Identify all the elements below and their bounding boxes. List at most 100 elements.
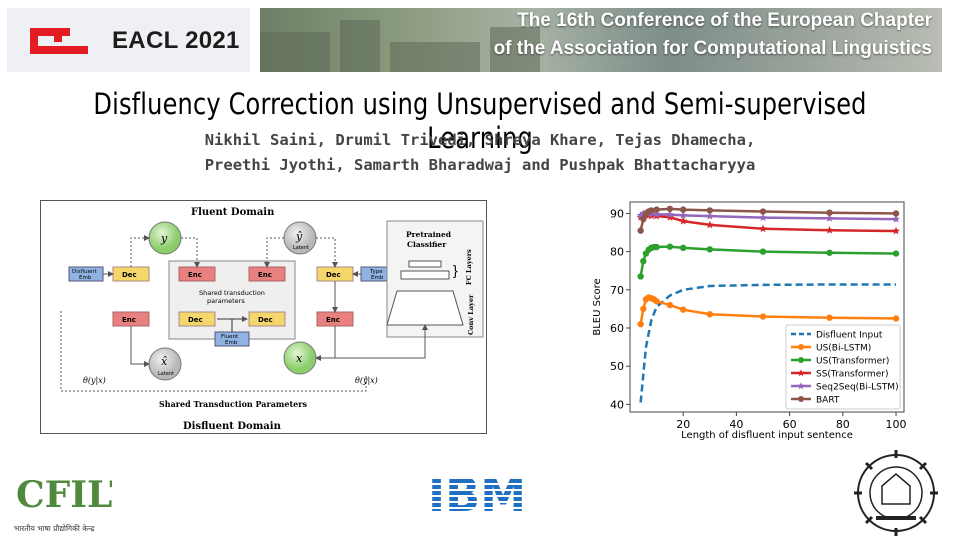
series-line-0 — [639, 283, 897, 403]
disfluent-domain-label: Disfluent Domain — [183, 421, 282, 432]
y-tick-label: 70 — [610, 284, 624, 297]
dec-left-label: Dec — [122, 271, 137, 279]
series-point-5 — [680, 206, 687, 213]
series-point-3 — [892, 226, 901, 235]
classifier-text-1: Pretrained — [406, 230, 452, 239]
y-tick-label: 90 — [610, 207, 624, 220]
series-point-5 — [706, 207, 714, 214]
series-point-2 — [826, 249, 833, 256]
legend-label: US(Transformer) — [816, 357, 889, 367]
series-point-2 — [892, 250, 900, 257]
conference-banner — [260, 8, 942, 72]
y-hat-label: ŷ — [295, 230, 303, 243]
series-point-5 — [759, 208, 767, 215]
cfilt-subtext: भारतीय भाषा प्रौद्योगिकी केन्द्र — [14, 524, 95, 533]
chart-xlabel: Length of disfluent input sentence — [681, 430, 853, 441]
eacl-logo-icon — [30, 28, 88, 54]
dec-right-label: Dec — [326, 271, 341, 279]
enc-right-label: Enc — [326, 316, 340, 324]
cfilt-logo: CFILT भारतीय भाषा प्रौद्योगिकी केन्द्र — [14, 474, 112, 533]
series-point-5 — [826, 209, 833, 216]
legend-marker — [797, 382, 805, 390]
fluent-domain-label: Fluent Domain — [191, 207, 275, 218]
legend-label: SS(Transformer) — [816, 370, 888, 380]
series-point-5 — [653, 206, 660, 213]
series-point-2 — [653, 243, 660, 251]
theta-right-label: θ(ŷ|x) — [355, 376, 378, 385]
y-tick-label: 60 — [610, 322, 624, 335]
y-node-label: y — [160, 232, 168, 245]
ibm-logo: IBM — [428, 468, 526, 517]
authors-line-2: Preethi Jyothi, Samarth Bharadwaj and Pu… — [204, 156, 756, 174]
series-point-2 — [706, 246, 714, 253]
shared-text-1: Shared transduction — [199, 289, 265, 297]
authors-line-1: Nikhil Saini, Drumil Trivedi, Shreya Kha… — [204, 131, 756, 149]
latent-bottom-label: Latent — [158, 371, 174, 377]
series-point-2 — [640, 257, 647, 265]
architecture-diagram: Fluent Domain Disfluent Domain Shared Tr… — [40, 200, 487, 434]
dec-center-left — [178, 311, 216, 327]
latent-top-label: Latent — [293, 245, 309, 251]
enc-left-label: Enc — [122, 316, 136, 324]
banner-line-2: of the Association for Computational Lin… — [493, 38, 932, 59]
series-point-4 — [705, 211, 714, 220]
architecture-svg: Fluent Domain Disfluent Domain Shared Tr… — [60, 207, 484, 432]
series-point-5 — [666, 205, 674, 213]
series-point-1 — [892, 315, 900, 322]
legend-marker — [798, 396, 804, 402]
svg-text:}: } — [453, 262, 458, 278]
x-hat-label: x̂ — [161, 355, 168, 368]
legend-label: US(Bi-LSTM) — [816, 344, 871, 354]
x-tick-label: 80 — [836, 418, 850, 431]
series-point-2 — [680, 244, 687, 252]
chart-ylabel: BLEU Score — [592, 278, 603, 335]
x-node-label: x — [296, 352, 303, 365]
series-point-1 — [653, 298, 660, 305]
series-point-5 — [648, 207, 655, 214]
legend-label: Seq2Seq(Bi-LSTM) — [816, 383, 899, 393]
ibm-logo-text: IBM — [428, 468, 526, 517]
dec-center-left-label: Dec — [188, 316, 203, 324]
fluent-emb-text-2: Emb — [225, 340, 238, 346]
dec-center-right-label: Dec — [258, 316, 273, 324]
series-point-1 — [759, 313, 767, 320]
eacl-label: EACL 2021 — [112, 27, 240, 54]
banner-line-1: The 16th Conference of the European Chap… — [517, 10, 932, 31]
y-tick-label: 40 — [610, 398, 624, 411]
theta-left-label: θ(y|x) — [83, 376, 106, 385]
legend-marker — [798, 344, 804, 350]
series-point-5 — [637, 227, 644, 234]
series-point-4 — [892, 214, 901, 223]
shared-text-2: parameters — [207, 297, 245, 305]
x-tick-label: 60 — [783, 418, 797, 431]
enc-center-right-label: Enc — [258, 271, 272, 279]
eacl-logo-panel — [7, 8, 250, 72]
series-point-4 — [825, 214, 834, 222]
series-point-1 — [637, 320, 644, 328]
chart-legend — [785, 324, 901, 410]
series-point-4 — [759, 213, 767, 222]
y-tick-label: 80 — [610, 246, 624, 259]
fluent-emb-text-1: Fluent — [221, 334, 239, 340]
series-point-4 — [652, 210, 661, 218]
legend-label: Disfluent Input — [816, 331, 883, 341]
series-point-5 — [892, 210, 900, 217]
series-point-2 — [759, 248, 767, 255]
iitb-emblem-icon — [854, 450, 938, 536]
cfilt-logo-text: CFILT — [16, 474, 112, 516]
series-point-1 — [826, 314, 833, 321]
series-point-3 — [665, 213, 674, 221]
type-emb-text-1: Type — [369, 269, 383, 275]
series-point-5 — [640, 215, 647, 223]
series-point-3 — [705, 220, 714, 229]
series-point-3 — [647, 211, 656, 220]
x-tick-label: 20 — [676, 418, 690, 431]
conv-layer-label: Conv Layer — [467, 294, 475, 335]
legend-marker — [798, 357, 804, 363]
series-point-4 — [679, 211, 688, 219]
legend-marker — [797, 369, 805, 377]
x-tick-label: 40 — [729, 418, 743, 431]
type-emb-text-2: Emb — [371, 275, 384, 281]
series-point-1 — [640, 305, 647, 313]
